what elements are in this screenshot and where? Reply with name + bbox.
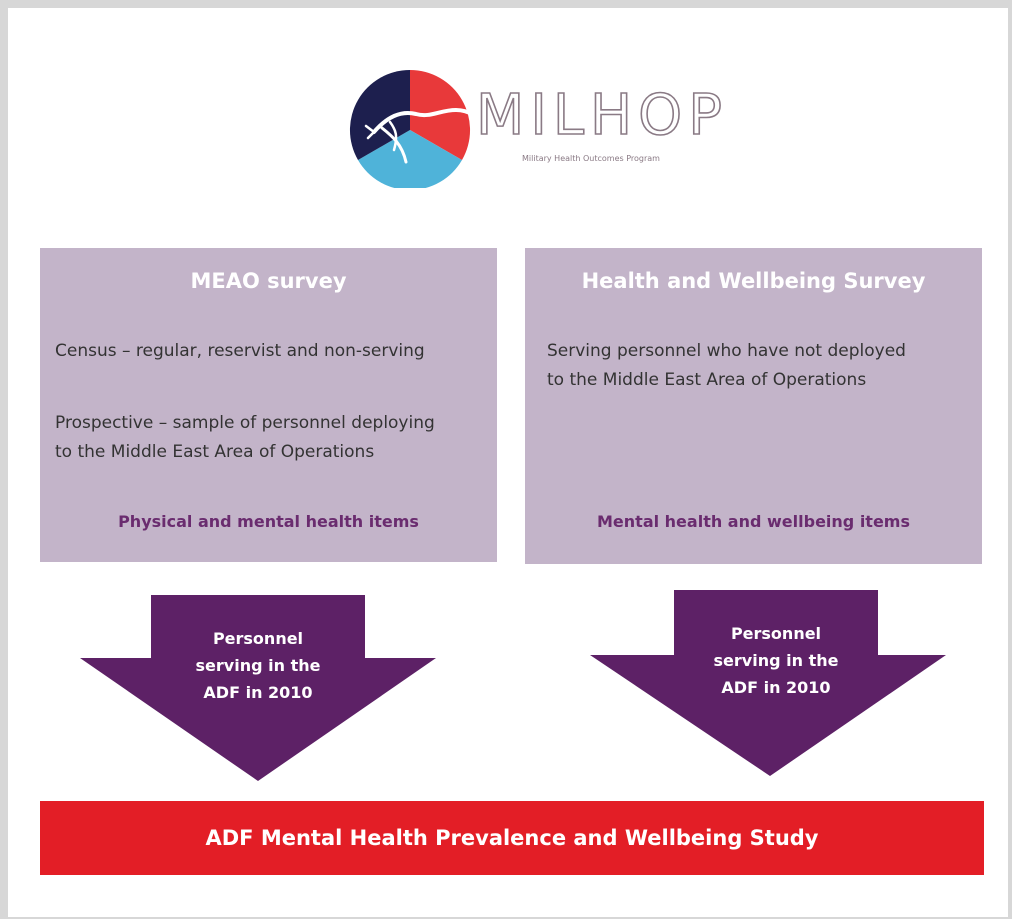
right-down-arrow: Personnel serving in the ADF in 2010 xyxy=(590,590,946,776)
study-banner-title: ADF Mental Health Prevalence and Wellbei… xyxy=(205,826,819,850)
health-wellbeing-title: Health and Wellbeing Survey xyxy=(581,269,926,293)
meao-footer: Physical and mental health items xyxy=(118,512,419,531)
left-arrow-line-3: ADF in 2010 xyxy=(203,683,313,702)
milhop-logo: MILHOP Military Health Outcomes Program xyxy=(344,69,723,191)
logo-subtitle: Military Health Outcomes Program xyxy=(522,154,660,163)
left-arrow-label: Personnel serving in the ADF in 2010 xyxy=(158,625,358,706)
down-arrow-icon xyxy=(590,590,946,776)
study-banner: ADF Mental Health Prevalence and Wellbei… xyxy=(40,801,984,875)
meao-survey-title: MEAO survey xyxy=(190,269,347,293)
meao-census-line: Census – regular, reservist and non-serv… xyxy=(55,341,425,361)
meao-survey-box: MEAO survey Census – regular, reservist … xyxy=(40,248,497,562)
logo-circle-icon xyxy=(349,69,486,191)
right-arrow-label: Personnel serving in the ADF in 2010 xyxy=(674,620,878,701)
left-arrow-line-1: Personnel xyxy=(212,629,304,648)
down-arrow-icon xyxy=(80,595,436,781)
health-wellbeing-footer: Mental health and wellbeing items xyxy=(597,512,910,531)
right-arrow-line-3: ADF in 2010 xyxy=(721,678,831,697)
right-arrow-line-1: Personnel xyxy=(730,624,822,643)
right-arrow-line-2: serving in the xyxy=(713,651,839,670)
left-down-arrow: Personnel serving in the ADF in 2010 xyxy=(80,595,436,781)
meao-prospective-line-1: Prospective – sample of personnel deploy… xyxy=(55,413,435,433)
health-wellbeing-line-1: Serving personnel who have not deployed xyxy=(547,341,906,361)
health-wellbeing-line-2: to the Middle East Area of Operations xyxy=(547,370,867,390)
left-arrow-line-2: serving in the xyxy=(195,656,321,675)
meao-prospective-line-2: to the Middle East Area of Operations xyxy=(55,442,375,462)
logo-wordmark: MILHOP xyxy=(475,83,728,148)
health-wellbeing-survey-box: Health and Wellbeing Survey Serving pers… xyxy=(525,248,982,564)
